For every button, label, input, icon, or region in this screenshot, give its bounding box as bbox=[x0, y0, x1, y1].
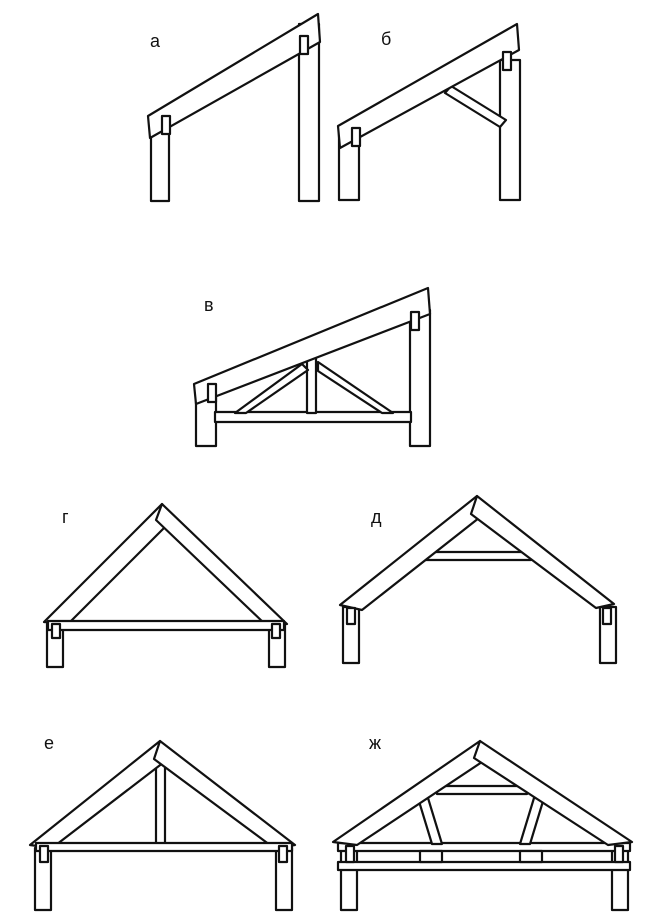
fig-b-strut bbox=[443, 84, 508, 129]
fig-e-king-post bbox=[154, 758, 167, 848]
fig-zh-left-block bbox=[344, 844, 356, 864]
fig-g-tie-beam bbox=[46, 619, 286, 632]
fig-a-right-block bbox=[298, 34, 310, 56]
figure-a-drawing bbox=[146, 12, 322, 203]
fig-zh-left-pad bbox=[418, 849, 444, 864]
fig-d-left-block bbox=[345, 606, 357, 626]
fig-g-left-block bbox=[50, 622, 62, 640]
fig-zh-floor-beam bbox=[336, 860, 632, 872]
fig-v-right-block bbox=[409, 310, 421, 332]
fig-zh-right-rafter bbox=[472, 739, 634, 847]
fig-zh-right-knee-wall bbox=[518, 796, 546, 846]
fig-e-left-rafter bbox=[28, 739, 170, 850]
fig-b-right-post bbox=[498, 58, 522, 202]
fig-b-rafter bbox=[336, 22, 521, 150]
fig-zh-right-pad bbox=[518, 849, 544, 864]
fig-zh-right-block bbox=[613, 844, 625, 864]
fig-g-right-rafter bbox=[154, 502, 289, 626]
fig-v-king-post bbox=[305, 355, 318, 415]
fig-zh-left-knee-wall bbox=[416, 796, 444, 846]
figure-v-drawing bbox=[192, 286, 432, 448]
fig-v-left-block bbox=[206, 382, 218, 404]
figure-v-label: в bbox=[204, 295, 214, 315]
fig-v-rafter bbox=[192, 286, 432, 406]
figure-e-drawing bbox=[28, 739, 297, 912]
figure-zh-label: ж bbox=[369, 733, 382, 753]
fig-a-left-block bbox=[160, 114, 172, 136]
fig-e-right-rafter bbox=[152, 739, 297, 850]
figure-e-label: е bbox=[44, 733, 55, 753]
figure-a-label: а bbox=[150, 31, 161, 51]
figure-g-label: г bbox=[62, 507, 69, 527]
fig-b-right-block bbox=[501, 50, 513, 72]
fig-e-left-block bbox=[38, 844, 50, 864]
fig-e-tie-beam bbox=[34, 841, 294, 853]
fig-e-right-block bbox=[277, 844, 289, 864]
fig-d-right-rafter bbox=[469, 494, 616, 610]
fig-zh-tie-beam bbox=[336, 841, 632, 853]
figure-g-drawing bbox=[42, 502, 289, 669]
figure-d-label: д bbox=[371, 507, 382, 527]
fig-v-right-brace bbox=[316, 360, 395, 415]
fig-v-left-brace bbox=[233, 362, 310, 415]
fig-d-right-block bbox=[601, 606, 613, 626]
figure-b-label: б bbox=[381, 29, 392, 49]
figure-zh-drawing bbox=[331, 739, 634, 912]
figure-d-drawing bbox=[338, 494, 618, 665]
fig-d-collar-tie bbox=[421, 550, 533, 562]
fig-zh-collar-tie bbox=[435, 784, 529, 796]
fig-g-right-block bbox=[270, 622, 282, 640]
fig-b-left-block bbox=[350, 126, 362, 148]
figure-b-drawing bbox=[336, 22, 522, 202]
fig-a-rafter bbox=[146, 12, 322, 140]
